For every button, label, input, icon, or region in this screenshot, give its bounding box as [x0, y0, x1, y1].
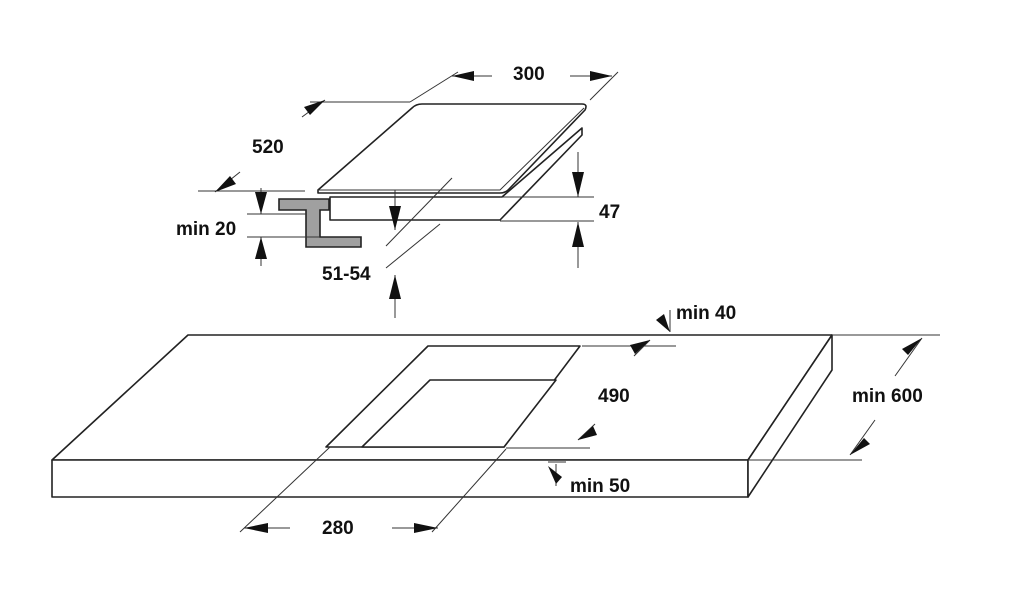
dimension-arrows — [215, 71, 922, 533]
label-width-300: 300 — [513, 64, 545, 85]
countertop — [51, 334, 833, 498]
mounting-bracket — [278, 198, 362, 248]
hob-glass-top — [317, 103, 587, 194]
label-cutout-490: 490 — [598, 386, 630, 407]
label-cutout-280: 280 — [322, 518, 354, 539]
hob-unit — [317, 103, 587, 221]
dimension-labels: 300 520 47 min 20 51-54 min 40 490 min 6… — [176, 64, 923, 539]
hob-glass-edge — [318, 107, 585, 191]
bracket-profile — [278, 198, 362, 248]
label-min-50: min 50 — [570, 476, 630, 497]
countertop-front-face — [51, 459, 749, 498]
label-height-47: 47 — [599, 202, 620, 223]
label-range-51-54: 51-54 — [322, 264, 371, 285]
label-min-40: min 40 — [676, 303, 736, 324]
dimension-lines — [198, 71, 940, 533]
label-min-600: min 600 — [852, 386, 923, 407]
countertop-side-face — [747, 334, 833, 498]
label-depth-520: 520 — [252, 137, 284, 158]
cutout-inner — [361, 379, 557, 448]
label-min-20: min 20 — [176, 219, 236, 240]
